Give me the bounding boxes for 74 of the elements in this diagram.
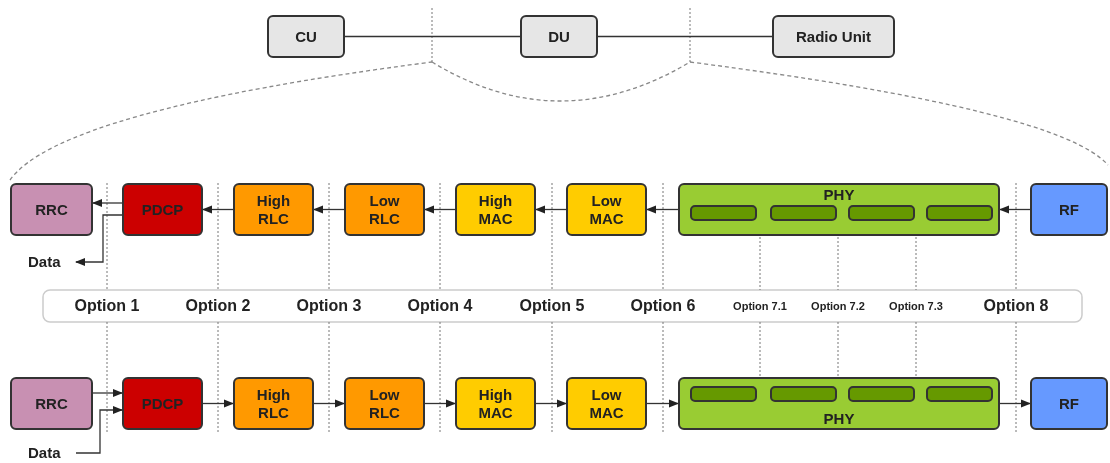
- node-label: Low RLC: [368, 385, 401, 422]
- sub-block: [848, 386, 915, 402]
- sub-block: [770, 386, 837, 402]
- layer-box: [566, 183, 647, 236]
- arrow: [92, 388, 124, 398]
- arrow: [999, 399, 1032, 408]
- arrow: [91, 198, 123, 208]
- node-label: Low RLC: [368, 191, 401, 228]
- data-label: Data: [28, 444, 61, 462]
- option-label: Option 7.3: [889, 300, 943, 312]
- arrow: [645, 205, 679, 214]
- phy-box: [678, 377, 1000, 430]
- option-label: Option 8: [983, 297, 1049, 315]
- node-label: PHY: [823, 186, 855, 204]
- arrow: [535, 399, 568, 408]
- layer-box: [566, 377, 647, 430]
- node-label: RF: [1059, 200, 1079, 219]
- layer-box: [455, 377, 536, 430]
- arrow: [423, 205, 456, 214]
- node-label: RRC: [35, 200, 68, 219]
- option-label: Option 1: [74, 297, 140, 315]
- arrow: [424, 399, 457, 408]
- node-label: High MAC: [477, 191, 514, 228]
- node-label: RF: [1059, 394, 1079, 413]
- layer-box: [344, 377, 425, 430]
- node-label: PDCP: [141, 394, 184, 413]
- node-label: High RLC: [255, 191, 292, 228]
- layer-box: [122, 183, 203, 236]
- layer-box: [455, 183, 536, 236]
- sub-block: [848, 205, 915, 221]
- sub-block: [926, 205, 993, 221]
- sub-block: [690, 386, 757, 402]
- sub-block: [690, 205, 757, 221]
- unit-box: [520, 15, 598, 58]
- unit-box: [772, 15, 895, 58]
- arrow: [202, 399, 235, 408]
- option-label: Option 5: [519, 297, 585, 315]
- arrow: [312, 205, 345, 214]
- option-label: Option 7.1: [733, 300, 787, 312]
- arrow: [74, 214, 123, 267]
- arrow: [201, 205, 234, 214]
- sub-block: [770, 205, 837, 221]
- layer-box: [1030, 183, 1108, 236]
- node-label: Low MAC: [588, 191, 625, 228]
- phy-box: [678, 183, 1000, 236]
- node-label: DU: [548, 27, 570, 46]
- node-label: PHY: [823, 410, 855, 428]
- layer-box: [1030, 377, 1108, 430]
- layer-box: [10, 183, 93, 236]
- node-label: Low MAC: [588, 385, 625, 422]
- node-label: RRC: [35, 394, 68, 413]
- layer-box: [10, 377, 93, 430]
- arrow: [646, 399, 680, 408]
- arrow: [75, 405, 124, 454]
- option-label: Option 2: [185, 297, 251, 315]
- arrow: [313, 399, 346, 408]
- unit-box: [267, 15, 345, 58]
- node-label: Radio Unit: [796, 27, 871, 46]
- data-label: Data: [28, 253, 61, 271]
- layer-box: [233, 377, 314, 430]
- option-label: Option 6: [630, 297, 696, 315]
- arrow: [998, 205, 1031, 214]
- option-label: Option 3: [296, 297, 362, 315]
- node-label: PDCP: [141, 200, 184, 219]
- node-label: High MAC: [477, 385, 514, 422]
- layer-box: [344, 183, 425, 236]
- node-label: CU: [295, 27, 317, 46]
- layer-box: [122, 377, 203, 430]
- option-label: Option 7.2: [811, 300, 865, 312]
- sub-block: [926, 386, 993, 402]
- arrow: [534, 205, 567, 214]
- node-label: High RLC: [255, 385, 292, 422]
- layer-box: [233, 183, 314, 236]
- option-label: Option 4: [407, 297, 473, 315]
